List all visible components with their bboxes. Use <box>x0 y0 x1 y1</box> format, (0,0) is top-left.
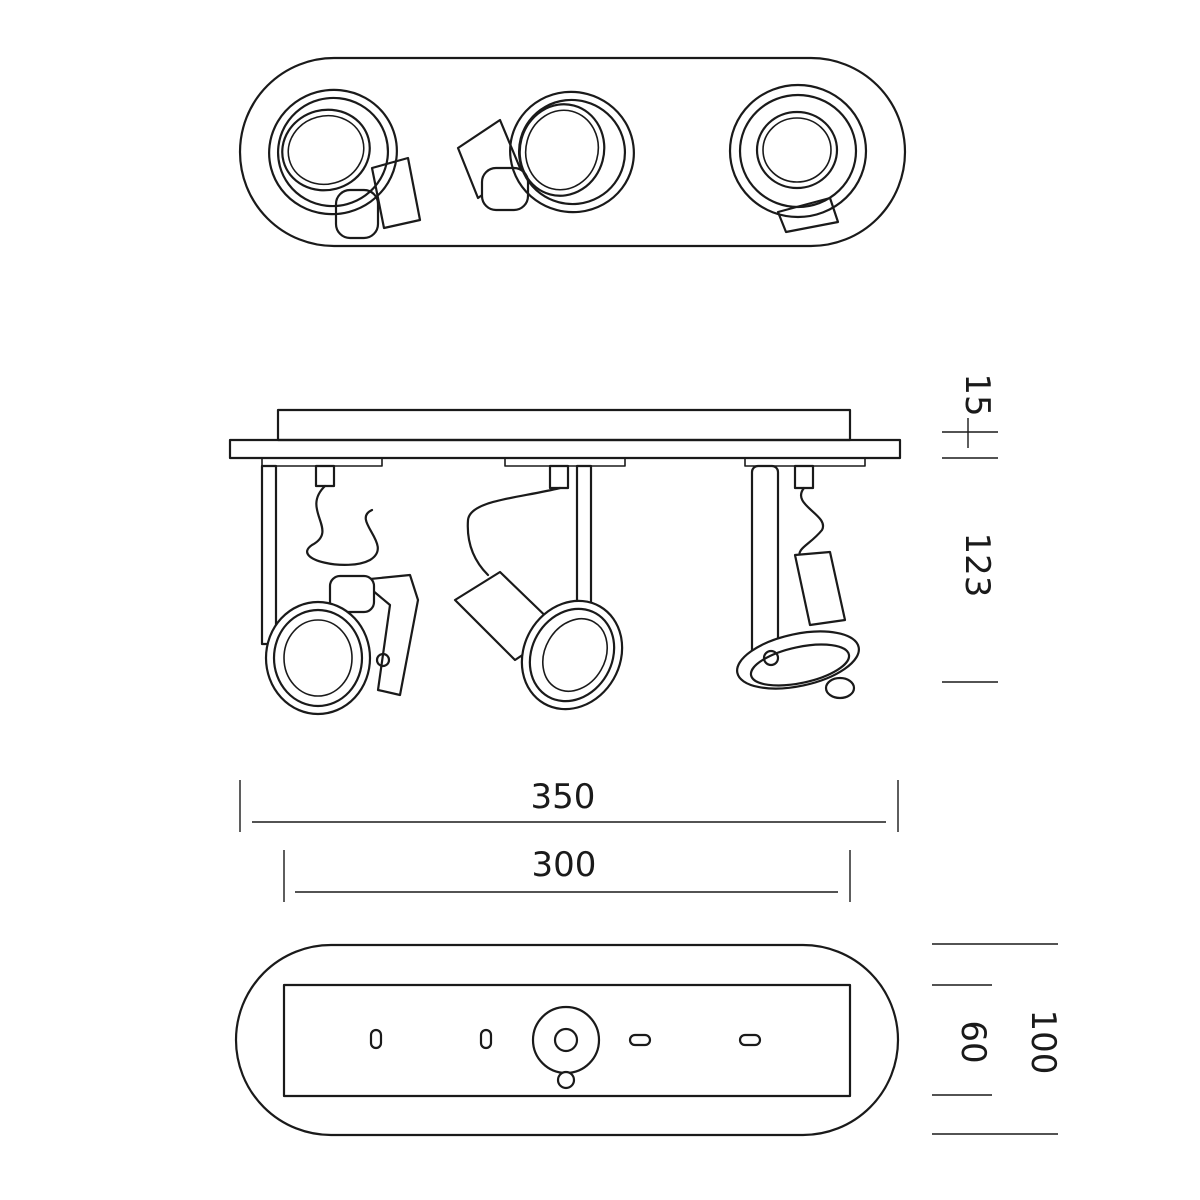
dimension-vertical-side: 15 123 <box>942 373 998 683</box>
side-view-spotlight-right <box>736 457 866 700</box>
bottom-view-base-outline <box>234 943 900 1137</box>
dimension-label-plate-width: 300 <box>532 845 597 885</box>
top-view-lamp-ring-outer <box>509 90 635 214</box>
top-view-mount-bracket <box>776 196 840 234</box>
side-view-pivot-screw <box>762 649 780 667</box>
side-view-lamp-ring <box>272 608 364 708</box>
bottom-view-mounting-hole <box>738 1033 762 1047</box>
side-view-lamp-lens <box>283 619 353 697</box>
side-view-connector <box>314 464 336 488</box>
top-view-lamp-lens-inner <box>287 114 365 186</box>
bottom-view-mounting-hole <box>628 1033 652 1047</box>
side-view-base-plate <box>228 438 902 460</box>
side-view-cable <box>798 486 825 560</box>
side-view-lamp-lens <box>542 618 608 692</box>
top-view-lamp-ring <box>276 96 390 208</box>
side-view-spotlight-left <box>260 457 420 716</box>
top-view <box>238 56 907 248</box>
dimension-350: 350 <box>239 777 899 832</box>
top-view-mount-bracket <box>456 118 522 200</box>
side-view-pivot-screw <box>375 652 391 668</box>
top-view-lamp-body <box>480 166 530 212</box>
side-view-connector <box>548 464 570 490</box>
side-view-lamp-bracket <box>358 573 420 697</box>
side-view-lamp-body <box>328 574 376 614</box>
side-view-arm <box>750 464 780 668</box>
side-view-lamp-ring-outer <box>520 599 624 711</box>
bottom-view-mounting-hole <box>369 1028 383 1050</box>
bottom-view-inner-plate <box>282 983 852 1098</box>
dimension-vertical-bottom: 60 100 <box>932 943 1063 1135</box>
side-view-lamp-lens <box>824 676 856 700</box>
bottom-view <box>234 943 900 1137</box>
side-view-mount-rail <box>744 457 866 467</box>
top-view-base-outline <box>238 56 907 248</box>
side-view-lamp-ring <box>749 643 851 687</box>
side-view-cable <box>306 484 379 566</box>
top-view-lamp-lens <box>518 103 606 197</box>
bottom-view-cable-entry <box>531 1005 601 1075</box>
top-view-lamp-ring-outer <box>728 83 868 219</box>
side-view <box>228 408 902 716</box>
top-view-spotlight-right <box>728 83 868 234</box>
side-view-mount-rail <box>261 457 383 467</box>
side-view-connector <box>793 464 815 490</box>
side-view-mount-rail <box>504 457 626 467</box>
bottom-view-cable-entry-inner <box>553 1027 579 1053</box>
top-view-spotlight-middle <box>456 90 635 214</box>
top-view-lamp-lens <box>281 108 371 192</box>
dimension-label-plate-height: 15 <box>957 373 997 416</box>
side-view-inner-plate <box>276 408 852 442</box>
side-view-lamp-ring <box>528 607 616 703</box>
bottom-view-grommet <box>556 1070 576 1090</box>
side-view-arm <box>260 464 278 646</box>
dimension-label-overall-width: 350 <box>531 777 596 817</box>
side-view-lamp-bracket <box>793 550 847 627</box>
top-view-lamp-lens-inner <box>524 109 600 191</box>
side-view-spotlight-middle <box>453 457 626 711</box>
dimension-300: 300 <box>283 845 851 902</box>
side-view-lamp-ring-outer <box>264 600 372 716</box>
top-view-spotlight-left <box>268 88 422 240</box>
top-view-lamp-ring <box>738 93 858 209</box>
top-view-lamp-ring-outer <box>268 88 398 216</box>
top-view-lamp-lens-inner <box>762 117 832 183</box>
dimension-label-overall-depth: 100 <box>1023 1010 1063 1075</box>
dimension-label-inner-depth: 60 <box>953 1020 993 1063</box>
side-view-cable <box>466 486 562 577</box>
top-view-lamp-lens <box>755 110 839 190</box>
bottom-view-mounting-hole <box>479 1028 493 1050</box>
dimension-label-spot-height: 123 <box>957 533 997 598</box>
